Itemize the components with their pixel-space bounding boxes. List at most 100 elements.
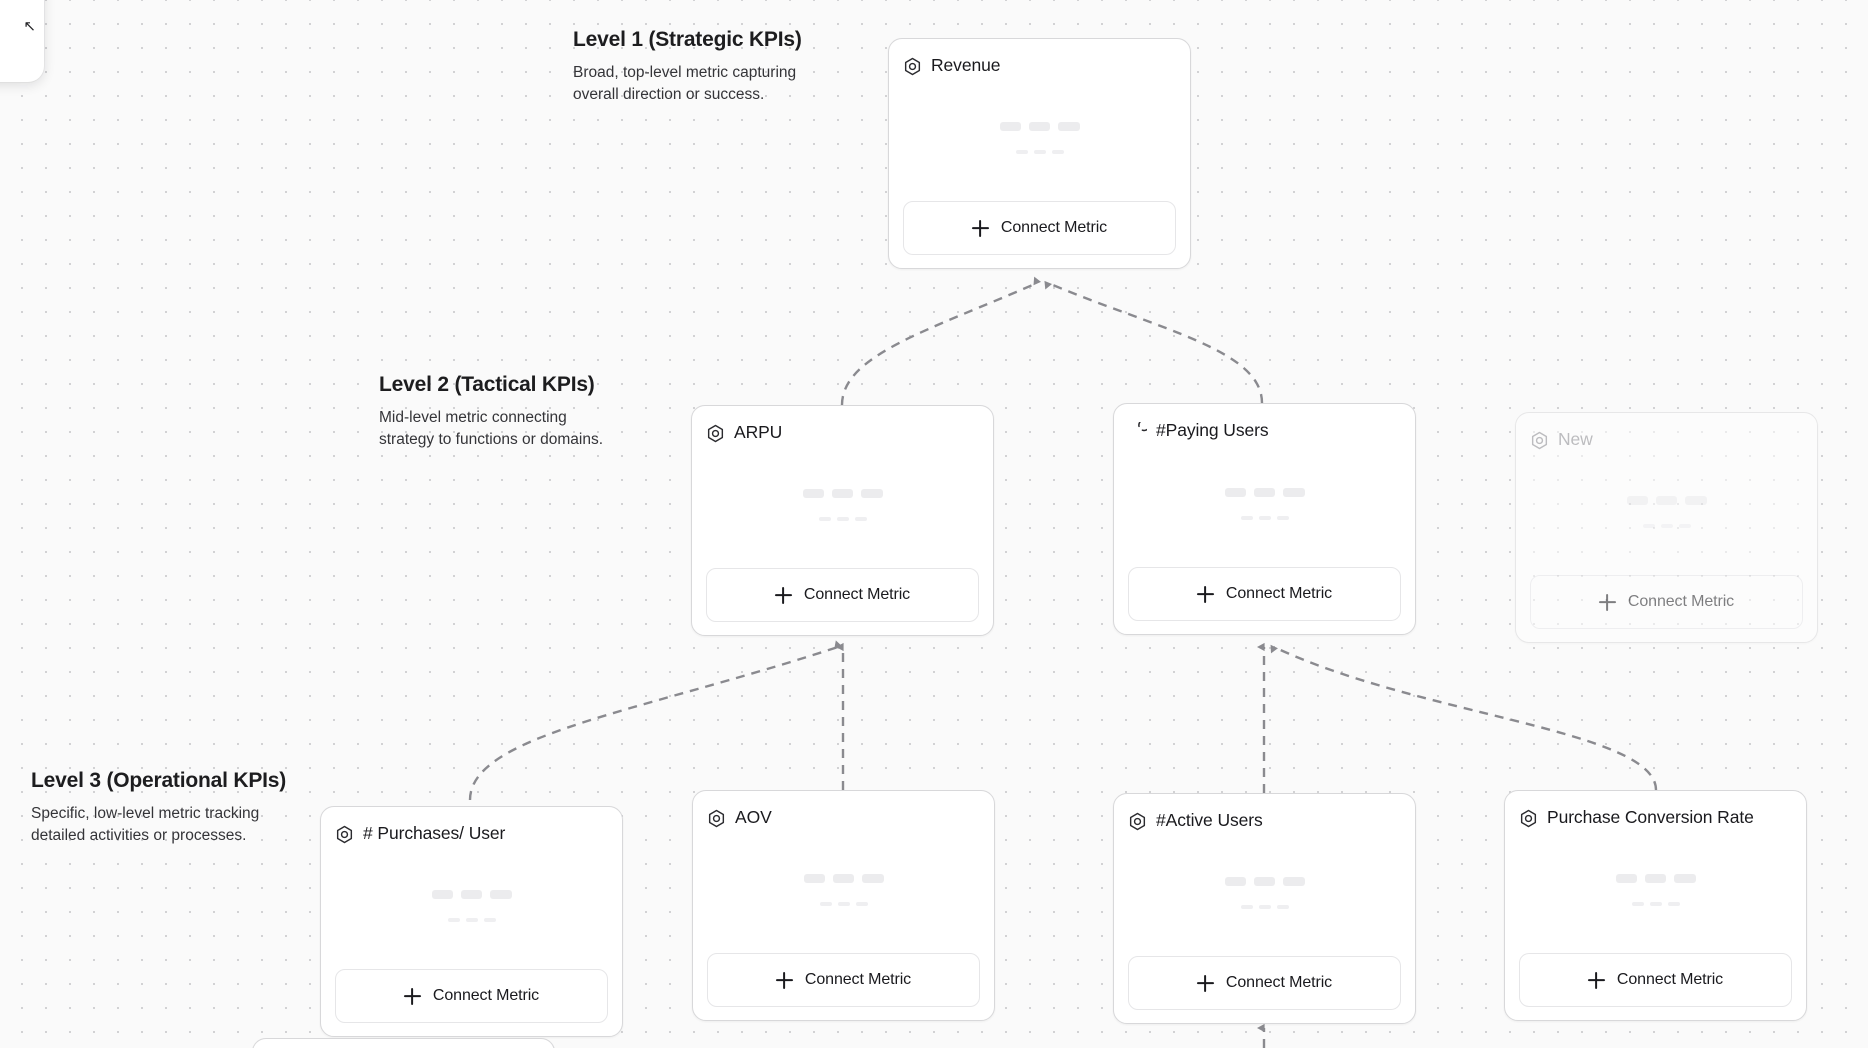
connect-metric-label: Connect Metric [804,971,912,988]
skeleton-bar [855,902,868,906]
hexagon-target-icon [1128,812,1147,831]
node-skeleton-body [1128,444,1401,567]
edge-purchases-user-to-arpu [468,640,843,801]
level-1-title: Level 1 (Strategic KPIs) [573,28,802,51]
skeleton-row-primary [1615,874,1696,883]
connect-metric-label: Connect Metric [1225,974,1333,991]
skeleton-bar [1642,524,1655,528]
metric-node-aov[interactable]: AOV Connect Metric [692,790,995,1021]
floating-toolbar-panel[interactable]: ↖ [0,0,44,82]
metric-node-revenue[interactable]: Revenue Connect Metric [888,38,1191,269]
skeleton-bar [1655,496,1677,505]
hexagon-target-icon [1530,431,1549,450]
node-header: New [1530,427,1803,453]
skeleton-bar [1015,150,1028,154]
node-header: #Paying Users [1128,418,1401,444]
skeleton-row-primary [1224,487,1305,497]
level-2-description: Mid-level metric connecting strategy to … [379,409,604,448]
skeleton-bar [1282,877,1305,886]
connect-metric-label: Connect Metric [1616,971,1724,988]
metric-node-paying-users[interactable]: #Paying Users Connect Metric [1113,403,1416,635]
node-title: ARPU [734,422,783,443]
connect-metric-label: Connect Metric [803,586,911,603]
hexagon-target-icon [903,57,922,76]
level-3-title: Level 3 (Operational KPIs) [31,769,287,792]
metric-node-new[interactable]: New Connect Metric [1515,412,1818,643]
plus-icon [1599,594,1616,611]
skeleton-bar [837,902,850,906]
skeleton-bar [1258,515,1271,520]
skeleton-bar [431,890,453,899]
edge-arpu-to-revenue [840,276,1041,406]
metric-node-purchases-user[interactable]: # Purchases/ User Connect Metric [320,806,623,1037]
connect-metric-button[interactable]: Connect Metric [1519,953,1792,1007]
skeleton-bar [483,918,496,922]
skeleton-row-primary [1626,496,1707,505]
skeleton-bar [1033,150,1046,154]
connect-metric-button[interactable]: Connect Metric [706,568,979,622]
metric-node-active-users[interactable]: #Active Users Connect Metric [1113,793,1416,1024]
connect-metric-button[interactable]: Connect Metric [335,969,608,1023]
skeleton-row-secondary [819,902,868,906]
metric-node-partial-offscreen[interactable] [252,1038,555,1048]
skeleton-bar [832,874,854,883]
connect-metric-label: Connect Metric [432,987,540,1004]
node-skeleton-body [903,79,1176,201]
skeleton-row-secondary [447,918,496,922]
level-label-1: Level 1 (Strategic KPIs) Broad, top-leve… [573,27,818,105]
cursor-pointer-icon[interactable]: ↖ [23,17,36,35]
skeleton-bar [1258,905,1271,909]
skeleton-bar [1615,874,1637,883]
plus-icon [404,988,421,1005]
skeleton-row-secondary [1015,150,1064,154]
skeleton-bar [861,874,884,883]
connect-metric-button[interactable]: Connect Metric [707,953,980,1007]
skeleton-bar [1224,487,1246,497]
plus-icon [775,587,792,604]
skeleton-bar [818,517,831,521]
skeleton-row-secondary [818,517,867,521]
connect-metric-button[interactable]: Connect Metric [1530,575,1803,629]
node-title: New [1558,429,1593,450]
skeleton-bar [1631,902,1644,906]
node-header: AOV [707,805,980,831]
connect-metric-label: Connect Metric [1225,585,1333,602]
plus-icon [1588,972,1605,989]
skeleton-row-secondary [1240,905,1289,909]
skeleton-bar [1678,524,1691,528]
connect-metric-button[interactable]: Connect Metric [1128,567,1401,621]
connect-metric-button[interactable]: Connect Metric [903,201,1176,255]
edge-paying-users-to-revenue [1044,280,1264,404]
skeleton-bar [819,902,832,906]
connect-metric-label: Connect Metric [1627,593,1735,610]
skeleton-bar [1660,524,1673,528]
level-label-3: Level 3 (Operational KPIs) Specific, low… [31,768,286,846]
skeleton-row-secondary [1642,524,1691,528]
hexagon-target-icon [335,825,354,844]
node-title: Purchase Conversion Rate [1547,807,1754,828]
metric-node-arpu[interactable]: ARPU Connect Metric [691,405,994,636]
connect-metric-label: Connect Metric [1000,219,1108,236]
skeleton-row-primary [431,890,512,899]
skeleton-bar [489,890,512,899]
node-title: # Purchases/ User [363,823,506,844]
node-skeleton-body [706,446,979,568]
skeleton-bar [460,890,482,899]
skeleton-bar [465,918,478,922]
plus-icon [1197,975,1214,992]
node-title: AOV [735,807,772,828]
level-2-title: Level 2 (Tactical KPIs) [379,373,595,396]
skeleton-bar [1282,487,1305,497]
node-header: #Active Users [1128,808,1401,834]
skeleton-bar [802,489,824,498]
connect-metric-button[interactable]: Connect Metric [1128,956,1401,1010]
node-header: # Purchases/ User [335,821,608,847]
metric-node-purchase-conversion-rate[interactable]: Purchase Conversion Rate Connect Metric [1504,790,1807,1021]
skeleton-bar [1626,496,1648,505]
skeleton-bar [1051,150,1064,154]
skeleton-bar [1684,496,1707,505]
hexagon-target-icon [707,809,726,828]
level-1-description: Broad, top-level metric capturing overal… [573,64,797,103]
plus-icon [776,972,793,989]
